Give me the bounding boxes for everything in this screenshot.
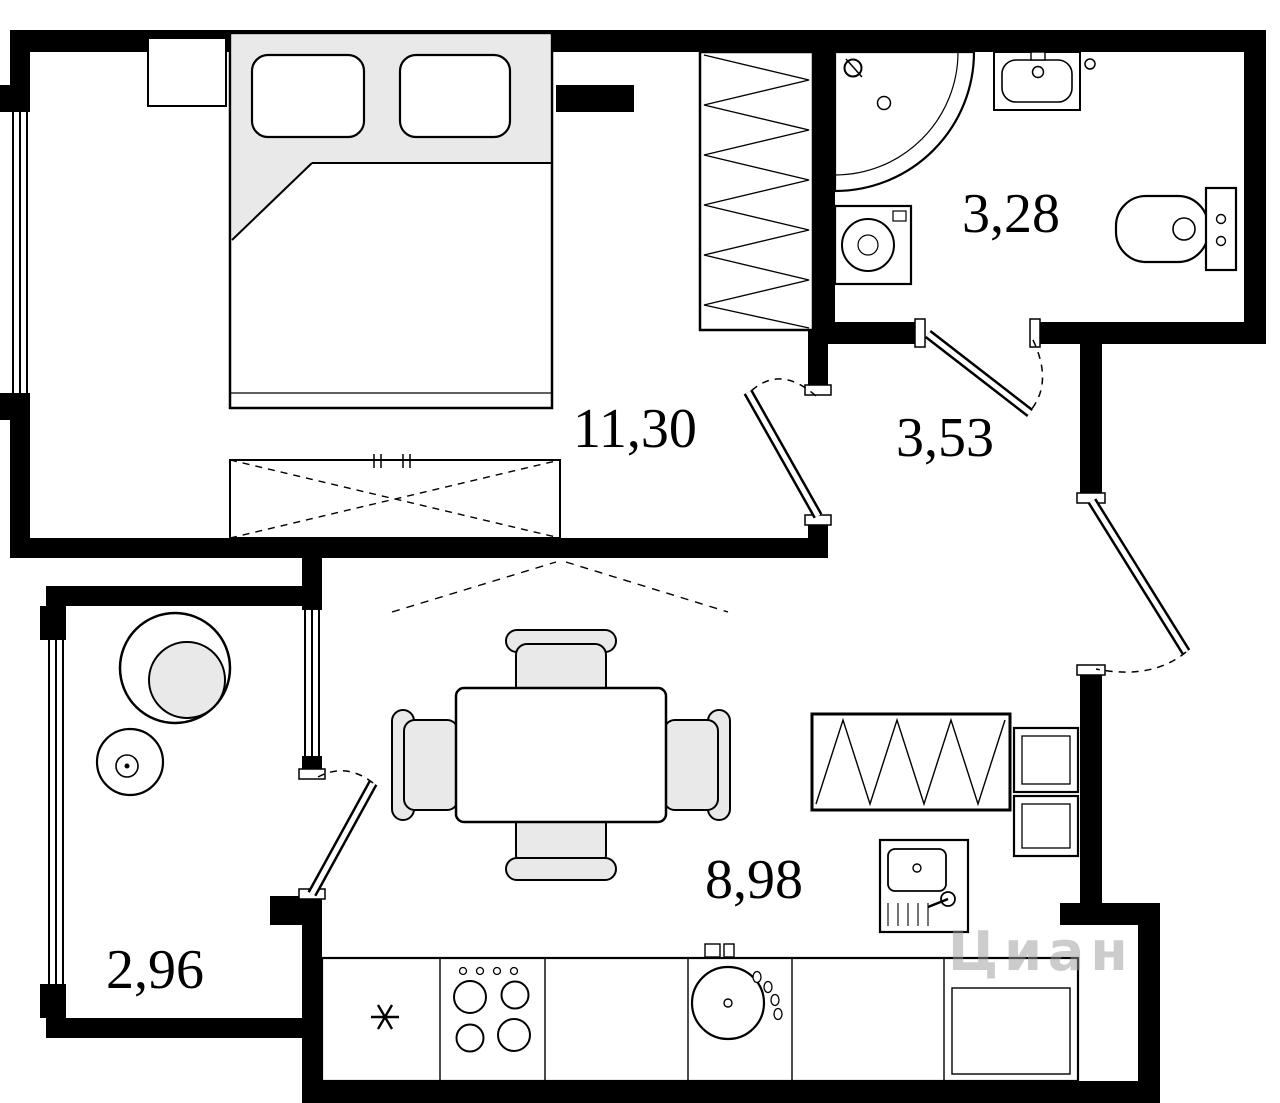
balcony-window	[46, 640, 66, 984]
shower	[833, 50, 976, 193]
bathroom-area-label: 3,28	[962, 183, 1060, 245]
watermark: Циан	[948, 920, 1134, 983]
balcony-door	[307, 770, 378, 897]
kitchen-area-label: 8,98	[705, 849, 803, 911]
wall-pier	[556, 85, 634, 112]
kitchen-balcony-window	[302, 610, 322, 756]
pillow-left	[250, 53, 366, 139]
hallway-area-label: 3,53	[896, 407, 994, 469]
wardrobe	[229, 454, 561, 539]
bedroom-window	[10, 112, 30, 393]
chair-left-seat	[403, 719, 459, 811]
bathroom-fixtures	[833, 50, 1238, 286]
bedroom-furniture	[147, 31, 729, 613]
dining-table	[454, 686, 668, 824]
sink-unit	[878, 838, 970, 934]
armchair-seat	[148, 641, 226, 719]
toilet	[1114, 186, 1238, 272]
cabinet-stack	[1012, 726, 1080, 858]
pillow-right	[398, 53, 512, 139]
bedroom-door	[743, 378, 823, 519]
windows	[10, 112, 322, 984]
counter-sink	[690, 943, 783, 1041]
chair-right-seat	[663, 719, 719, 811]
closet-top	[698, 50, 815, 332]
room-labels: 11,30 3,28 3,53 8,98 2,96	[106, 183, 1060, 1001]
asterisk-symbol	[371, 1004, 399, 1030]
bathroom-sink	[993, 51, 1096, 111]
bathroom-door	[924, 330, 1044, 417]
kitchen-fixtures	[320, 629, 1080, 1083]
wardrobe-projection-lines	[391, 561, 729, 613]
entry-door	[1087, 498, 1191, 673]
closet-hallway	[810, 712, 1012, 812]
stove	[453, 966, 531, 1053]
bedroom-area-label: 11,30	[573, 398, 697, 460]
chair-bottom-back	[505, 857, 617, 881]
dining-set	[391, 629, 731, 881]
doors	[307, 330, 1191, 897]
balcony-furniture	[95, 611, 232, 797]
nightstand	[147, 37, 227, 107]
bed	[228, 31, 554, 410]
washing-machine	[833, 204, 913, 286]
balcony-area-label: 2,96	[106, 939, 204, 1001]
